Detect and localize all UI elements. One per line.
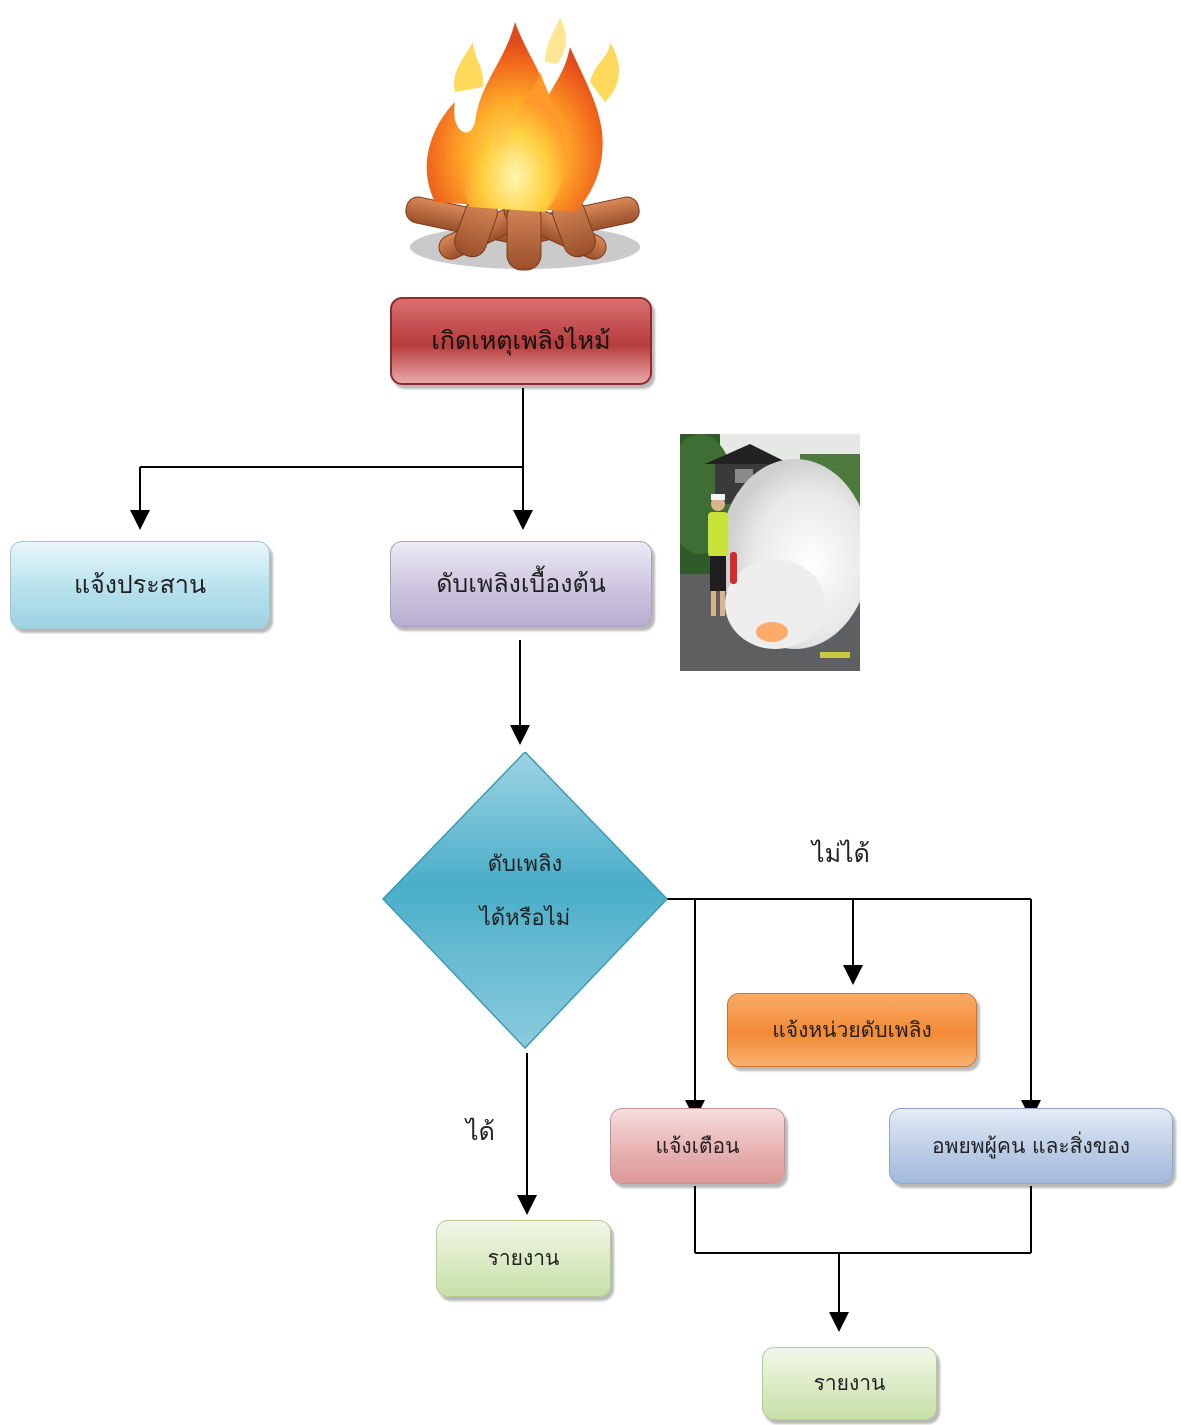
coordinate-text: แจ้งประสาน — [73, 570, 207, 599]
evacuate-box: อพยพผู้คน และสิ่งของ — [889, 1108, 1173, 1184]
fire-event-box: เกิดเหตุเพลิงไหม้ — [390, 297, 652, 385]
notify-fire-unit-text: แจ้งหน่วยดับเพลิง — [772, 1017, 932, 1042]
decision-text-line2: ได้หรือไม่ — [479, 906, 571, 931]
coordinate-box: แจ้งประสาน — [10, 541, 270, 629]
evacuate-text: อพยพผู้คน และสิ่งของ — [932, 1133, 1130, 1158]
extinguisher-photo — [680, 434, 860, 671]
decision-text-line1: ดับเพลิง — [487, 852, 563, 877]
report-left-text: รายงาน — [487, 1246, 560, 1270]
report-right-text: รายงาน — [813, 1371, 886, 1395]
fire-event-text: เกิดเหตุเพลิงไหม้ — [431, 326, 611, 355]
decision-diamond — [381, 752, 669, 1050]
initial-extinguish-box: ดับเพลิงเบื้องต้น — [390, 541, 652, 627]
initial-extinguish-text: ดับเพลิงเบื้องต้น — [436, 569, 606, 598]
alert-box: แจ้งเตือน — [610, 1108, 785, 1184]
report-left-box: รายงาน — [436, 1220, 611, 1297]
notify-fire-unit-box: แจ้งหน่วยดับเพลิง — [727, 993, 977, 1067]
campfire-image — [405, 17, 640, 271]
alert-text: แจ้งเตือน — [655, 1133, 740, 1158]
report-right-box: รายงาน — [762, 1347, 937, 1420]
edge-label-yes: ได้ — [466, 1117, 495, 1146]
edge-label-no: ไม่ได้ — [812, 839, 870, 868]
